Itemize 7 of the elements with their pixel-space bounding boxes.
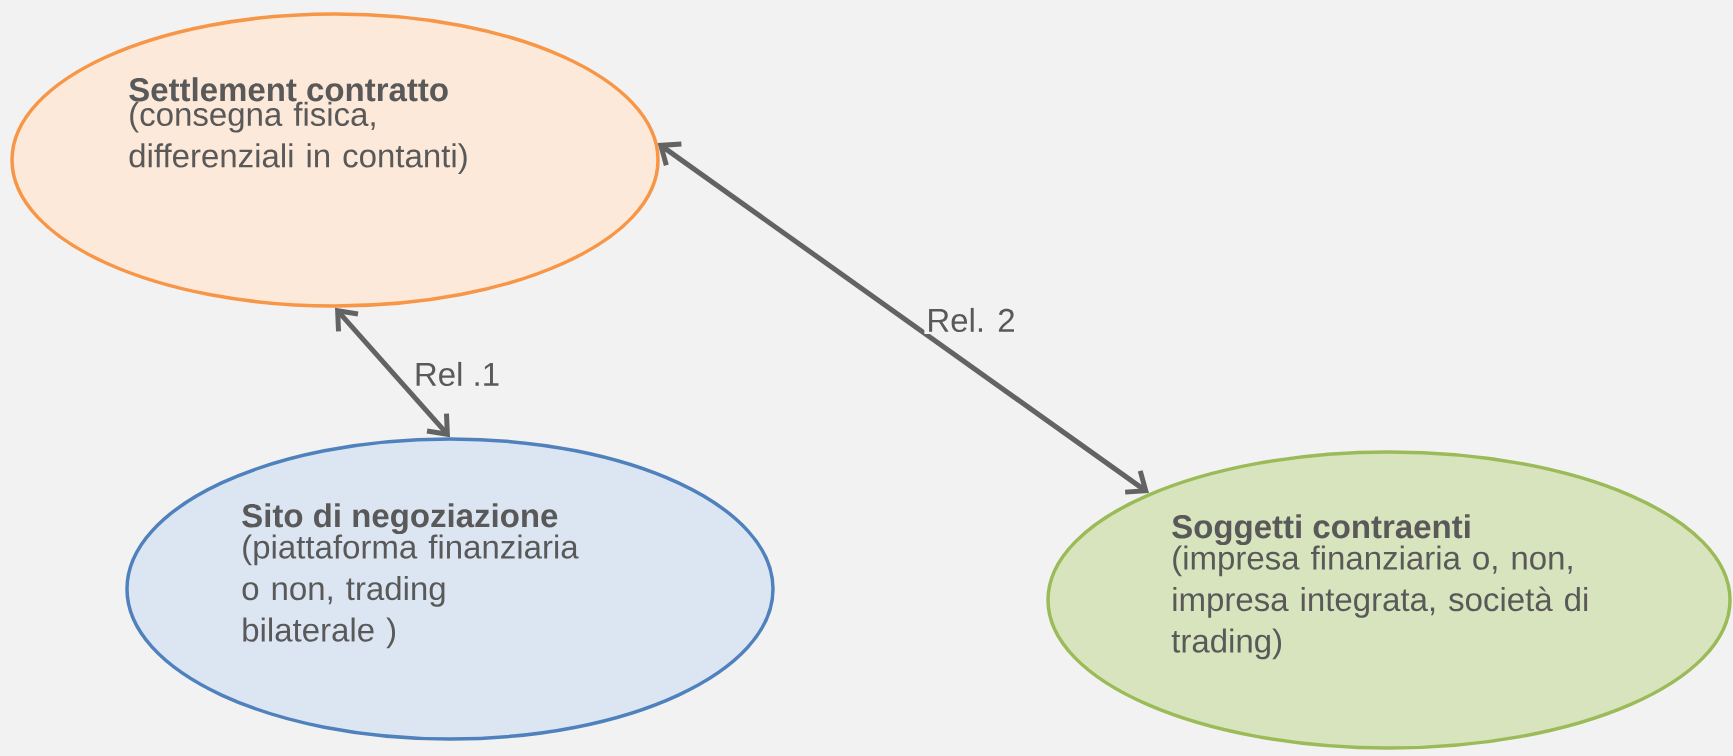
edge-label: Rel .1	[411, 359, 503, 389]
double-arrow	[657, 141, 1149, 495]
edge-label: Rel. 2	[924, 305, 1018, 335]
double-arrow	[335, 307, 450, 438]
ellipse-node: Settlement contratto (consegna fisica, differenziali in contanti)	[10, 12, 660, 308]
ellipse-node: Sito di negoziazione (piattaforma finanziaria o non, trading bilaterale )	[125, 437, 775, 741]
ellipse-node: Soggetti contraenti (impresa finanziaria o, non, impresa integrata, società di trading)	[1046, 450, 1732, 750]
